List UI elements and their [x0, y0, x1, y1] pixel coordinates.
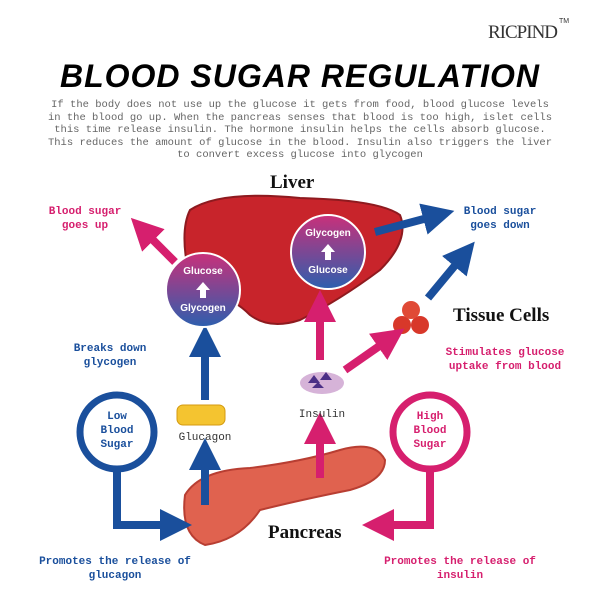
circle-right-top: Glycogen [305, 228, 351, 239]
up-arrow-icon-left [196, 282, 210, 298]
sugar-down-label: Blood sugar goes down [463, 206, 537, 232]
arrow-low-to-pancreas [113, 472, 192, 541]
liver-label: Liver [270, 172, 315, 193]
glucagon-icon [176, 404, 226, 426]
arrow-insulin-tissue [342, 328, 405, 374]
up-arrow-icon-right [321, 244, 335, 260]
pancreas-label: Pancreas [268, 522, 342, 543]
promotes-insulin-label: Promotes the release of insulin [384, 556, 536, 582]
arrow-tissue-to-sugar-down [424, 241, 475, 301]
brand-logo: RICPIND [488, 22, 558, 43]
pancreas-shape [183, 445, 387, 547]
circle-right-bottom: Glucose [308, 265, 348, 276]
promotes-glucagon-label: Promotes the release of glucagon [39, 556, 191, 582]
sugar-up-label: Blood sugar goes up [48, 206, 122, 232]
arrow-to-sugar-up [130, 217, 178, 265]
page-title: BLOOD SUGAR REGULATION [59, 58, 541, 94]
breaks-down-label: Breaks down glycogen [73, 343, 147, 369]
tissue-cells-label: Tissue Cells [453, 305, 550, 326]
low-blood-sugar-label: Low Blood Sugar [100, 411, 134, 451]
arrow-high-to-pancreas [362, 472, 434, 541]
circle-left-top: Glucose [183, 266, 223, 277]
glucagon-label: Glucagon [178, 432, 232, 444]
arrow-to-sugar-down [373, 203, 455, 236]
trademark: TM [559, 18, 570, 25]
circle-left-bottom: Glycogen [180, 303, 226, 314]
high-blood-sugar-ring [389, 391, 471, 473]
low-blood-sugar-ring [76, 391, 158, 473]
insulin-icon [300, 372, 344, 394]
intro-text: If the body does not use up the glucose … [47, 99, 553, 161]
tissue-cells-icon [393, 301, 429, 334]
stimulates-label: Stimulates glucose uptake from blood [445, 347, 565, 373]
insulin-label: Insulin [298, 409, 346, 421]
high-blood-sugar-label: High Blood Sugar [413, 411, 447, 451]
brand: RICPIND TM [488, 18, 569, 44]
